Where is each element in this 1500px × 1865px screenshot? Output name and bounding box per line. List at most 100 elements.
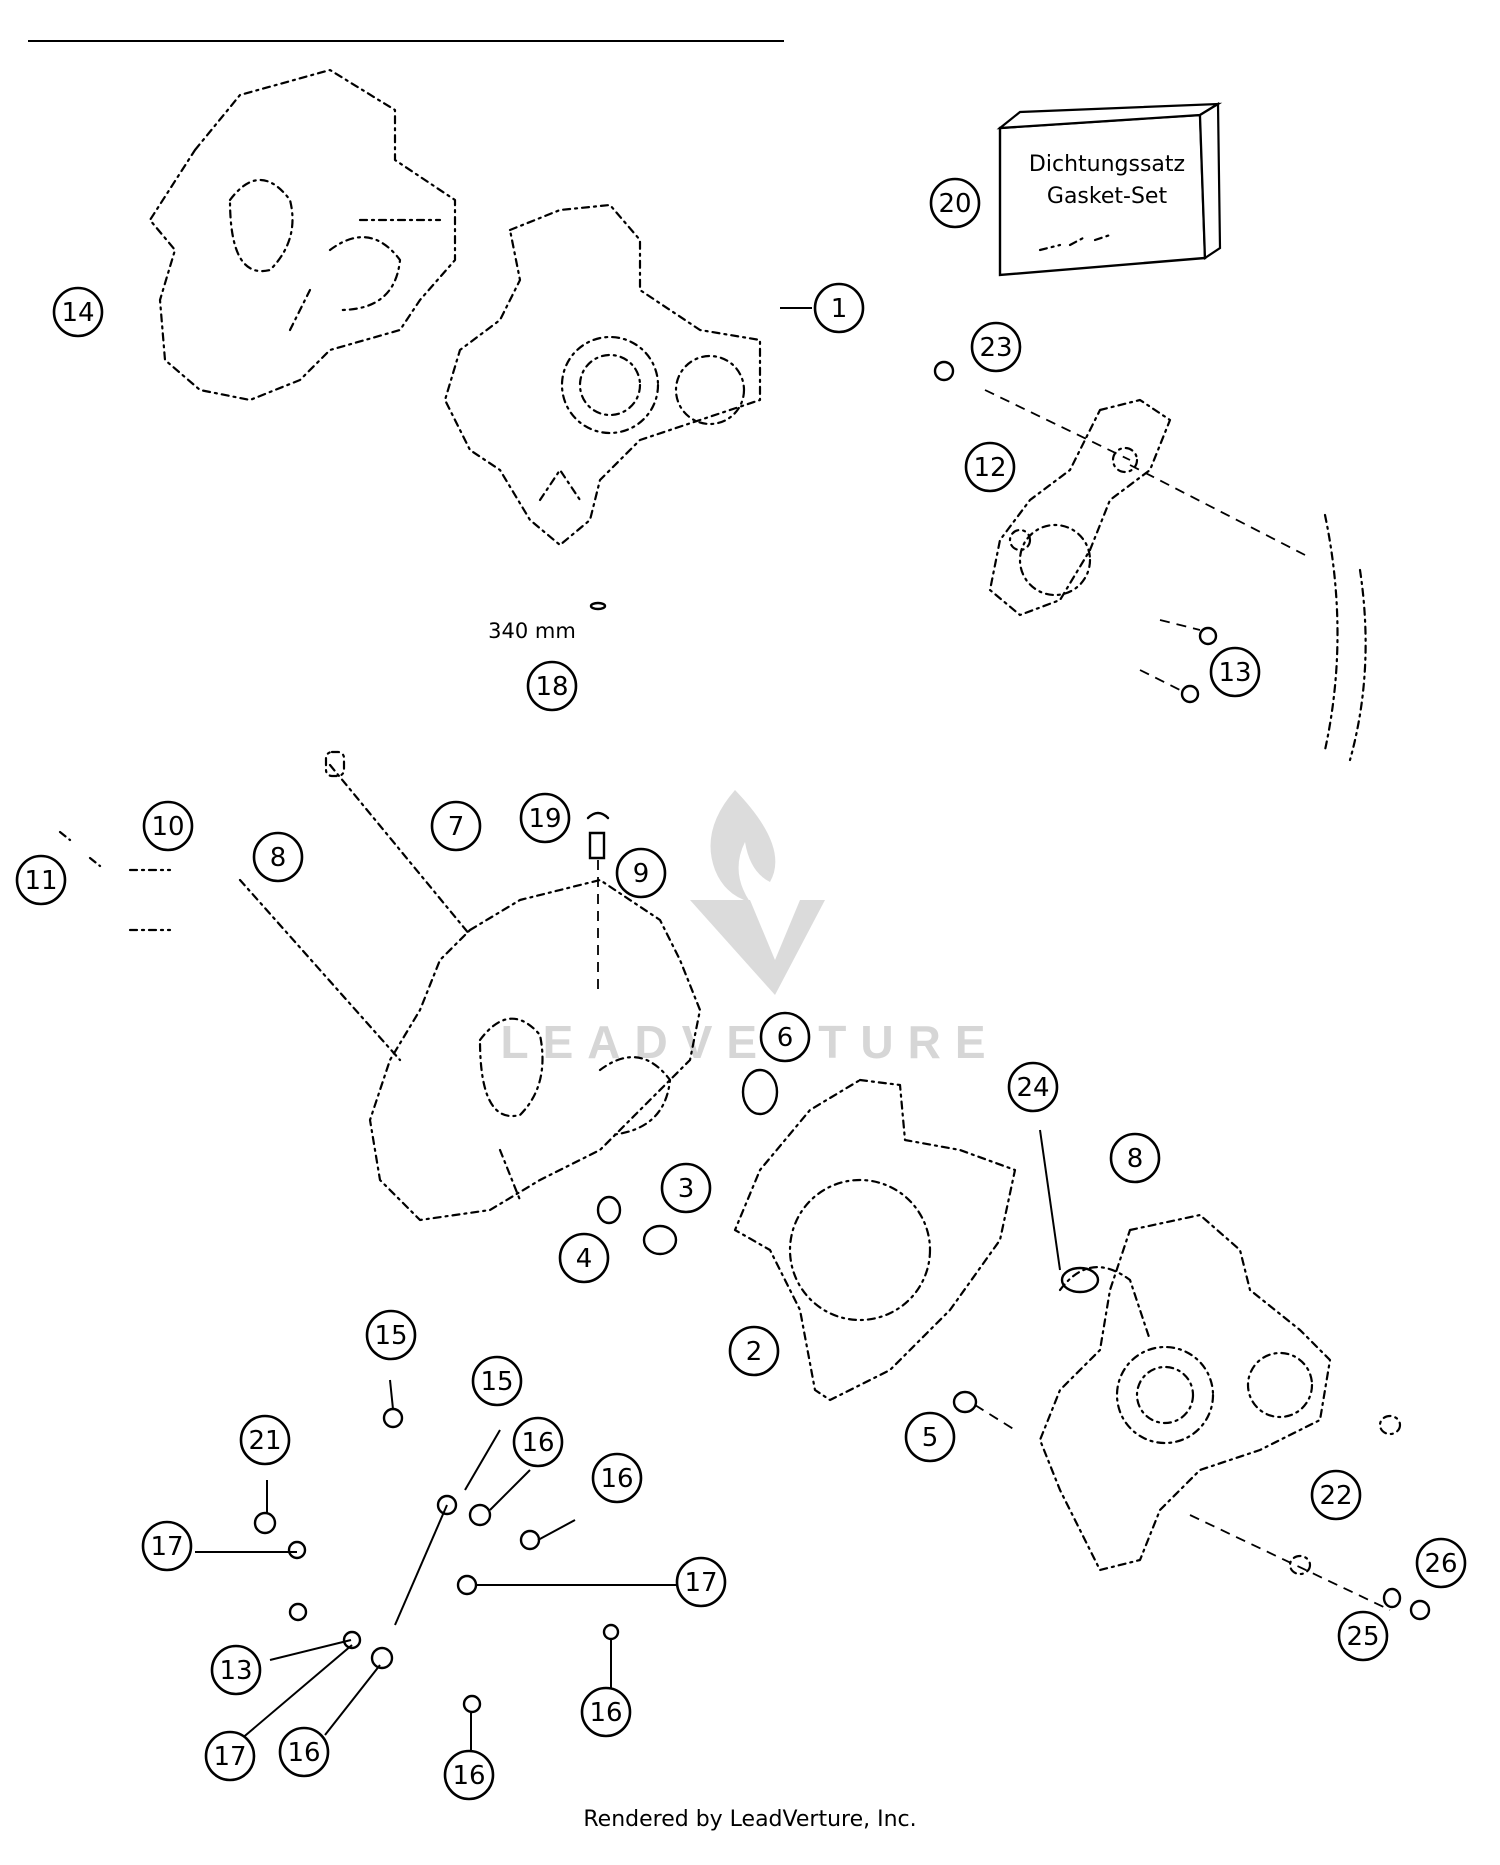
- callout-label: 22: [1319, 1481, 1352, 1511]
- callout-circle: [759, 1011, 811, 1063]
- callout-circle: [660, 1162, 712, 1214]
- callout-c8b: 8: [1109, 1132, 1161, 1184]
- gasket-2: [733, 1078, 1017, 1402]
- callout-label: 16: [600, 1464, 633, 1494]
- callout-c13a: 13: [1209, 646, 1261, 698]
- callout-c4: 4: [558, 1232, 610, 1284]
- callout-label: 23: [979, 333, 1012, 363]
- callout-c12: 12: [964, 441, 1016, 493]
- bolt-26: [1409, 1599, 1431, 1621]
- callout-c16d: 16: [443, 1749, 495, 1801]
- callout-label: 6: [777, 1023, 794, 1053]
- callout-circle: [278, 1726, 330, 1778]
- callout-circle: [430, 800, 482, 852]
- callout-label: 16: [521, 1428, 554, 1458]
- callout-c14: 14: [52, 286, 104, 338]
- callout-circle: [675, 1556, 727, 1608]
- callout-circle: [239, 1414, 291, 1466]
- callout-circle: [443, 1749, 495, 1801]
- pin-22-a: [1378, 1414, 1402, 1436]
- callout-circle: [210, 1644, 262, 1696]
- callout-label: 24: [1016, 1073, 1049, 1103]
- callout-circle: [141, 1520, 193, 1572]
- callout-label: 16: [589, 1698, 622, 1728]
- callout-label: 18: [535, 672, 568, 702]
- callout-c10: 10: [142, 800, 194, 852]
- callout-label: 13: [219, 1656, 252, 1686]
- callout-label: 17: [213, 1742, 246, 1772]
- callout-circle: [519, 792, 571, 844]
- callout-label: 7: [448, 812, 465, 842]
- bolt-13-upper: [1198, 626, 1218, 646]
- callout-circle: [591, 1452, 643, 1504]
- callout-c8a: 8: [252, 831, 304, 883]
- callout-c11: 11: [15, 854, 67, 906]
- callout-c24: 24: [1007, 1061, 1059, 1113]
- callout-circle: [970, 321, 1022, 373]
- callout-label: 2: [746, 1337, 763, 1367]
- callout-c3: 3: [660, 1162, 712, 1214]
- callout-c5: 5: [904, 1411, 956, 1463]
- callout-c15a: 15: [365, 1309, 417, 1361]
- callout-c15b: 15: [471, 1355, 523, 1407]
- footer-credit: Rendered by LeadVerture, Inc.: [583, 1807, 916, 1832]
- callout-circle: [204, 1730, 256, 1782]
- callout-label: 14: [61, 298, 94, 328]
- callout-label: 15: [480, 1367, 513, 1397]
- callout-c7: 7: [430, 800, 482, 852]
- callout-c13b: 13: [210, 1644, 262, 1696]
- fastener-cluster: [253, 1407, 620, 1714]
- callout-label: 4: [576, 1244, 593, 1274]
- ring-5: [952, 1390, 978, 1414]
- gasket-box-line1: Dichtungssatz: [1029, 152, 1185, 177]
- callout-circle: [1209, 646, 1261, 698]
- crankcase-half-upper-right: [443, 203, 762, 547]
- parts-10-11: [58, 830, 172, 932]
- callout-c26: 26: [1415, 1537, 1467, 1589]
- pin-22-b: [1288, 1554, 1312, 1576]
- callout-c23: 23: [970, 321, 1022, 373]
- callout-c17b: 17: [675, 1556, 727, 1608]
- ring-4: [596, 1195, 622, 1225]
- gasket-box-line2: Gasket-Set: [1047, 184, 1168, 209]
- callout-c1: 1: [813, 282, 865, 334]
- measurement-label: 340 mm: [488, 619, 576, 643]
- seal-3: [642, 1224, 678, 1256]
- callout-label: 20: [938, 189, 971, 219]
- callout-label: 11: [24, 866, 57, 896]
- callout-circle: [1007, 1061, 1059, 1113]
- callout-circle: [580, 1686, 632, 1738]
- cap-6: [741, 1068, 779, 1116]
- callout-c20: 20: [929, 177, 981, 229]
- callout-c18: 18: [526, 660, 578, 712]
- callout-c16a: 16: [512, 1416, 564, 1468]
- callout-c17a: 17: [141, 1520, 193, 1572]
- callout-label: 12: [973, 453, 1006, 483]
- callout-label: 16: [452, 1761, 485, 1791]
- callout-circle: [252, 831, 304, 883]
- watermark-text: LEADVENTURE: [500, 1016, 999, 1068]
- callout-circle: [558, 1232, 610, 1284]
- callout-circle: [813, 282, 865, 334]
- dowel-pin-7: [324, 750, 346, 778]
- callout-label: 5: [922, 1423, 939, 1453]
- callout-circle: [904, 1411, 956, 1463]
- callout-circle: [964, 441, 1016, 493]
- callout-label: 16: [287, 1738, 320, 1768]
- callout-label: 8: [270, 843, 287, 873]
- callout-label: 9: [633, 859, 650, 889]
- callout-label: 13: [1218, 658, 1251, 688]
- callout-circle: [512, 1416, 564, 1468]
- callout-label: 17: [684, 1568, 717, 1598]
- callout-c16e: 16: [580, 1686, 632, 1738]
- callout-c16c: 16: [278, 1726, 330, 1778]
- callout-c17c: 17: [204, 1730, 256, 1782]
- callout-c21: 21: [239, 1414, 291, 1466]
- callout-circle: [929, 177, 981, 229]
- callout-circle: [471, 1355, 523, 1407]
- o-ring-18: [589, 601, 607, 611]
- plug-9: [588, 831, 606, 860]
- callout-label: 1: [831, 294, 848, 324]
- callout-circle: [615, 847, 667, 899]
- callout-circle: [1415, 1537, 1467, 1589]
